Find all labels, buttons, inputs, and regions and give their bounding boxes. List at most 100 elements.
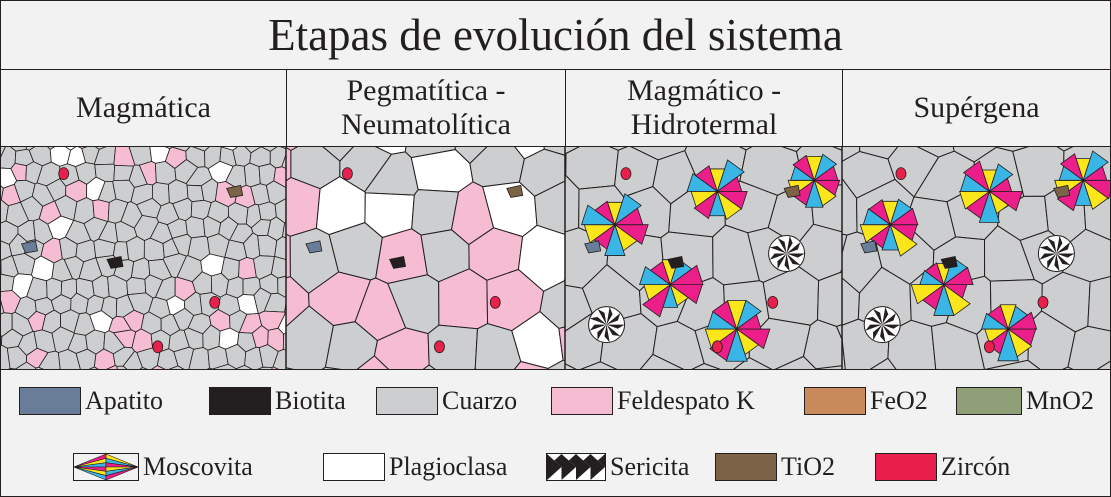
stage-header-magmatico-hidrotermal: Magmático - Hidrotermal: [565, 70, 842, 146]
grain: [733, 357, 773, 369]
accessory-mineral: [106, 255, 124, 269]
accessory-mineral: [209, 295, 221, 309]
grain: [547, 359, 565, 369]
grain: [815, 365, 842, 369]
muscovite-fan: [1054, 150, 1110, 212]
stage-header-supergena: Supérgena: [842, 70, 1110, 146]
grain: [1067, 325, 1110, 369]
plagioclasa-swatch: [323, 453, 385, 481]
grain: [1056, 147, 1074, 152]
grain: [126, 276, 147, 296]
legend-label: MnO2: [1026, 386, 1094, 415]
accessory-mineral: [767, 295, 779, 309]
sericite-patch: [1037, 235, 1075, 273]
accessory-mineral: [667, 255, 685, 269]
legend-item-cuarzo: Cuarzo: [376, 386, 517, 416]
stage-header-magmatica: Magmática: [1, 70, 286, 146]
legend-item-feldespato-k: Feldespato K: [551, 386, 755, 416]
grain: [151, 365, 166, 369]
grain: [15, 361, 37, 369]
grain: [1087, 276, 1110, 332]
accessory-mineral: [389, 255, 407, 269]
stage-panel-4: [842, 147, 1110, 369]
sericite-patch: [768, 235, 806, 273]
grain: [565, 147, 619, 190]
accessory-mineral: [434, 340, 445, 354]
grain: [258, 201, 277, 221]
legend-label: Plagioclasa: [389, 452, 508, 481]
accessory-mineral: [341, 167, 353, 181]
legend-item-tio2: TiO2: [715, 452, 835, 482]
grain: [35, 366, 44, 369]
grain: [257, 366, 273, 369]
muscovite-fan: [910, 256, 974, 317]
grain: [985, 359, 1041, 369]
legend-label: Feldespato K: [617, 386, 755, 415]
muscovite-fan: [787, 153, 841, 208]
accessory-mineral: [152, 340, 164, 354]
grain: [139, 367, 148, 369]
accessory-mineral: [711, 340, 723, 354]
grain: [286, 367, 294, 369]
grain: [580, 361, 617, 369]
diagram-title: Etapas de evolución del sistema: [1, 1, 1110, 70]
legend-item-apatito: Apatito: [19, 386, 163, 416]
stage-label: Supérgena: [913, 91, 1040, 124]
grain: [235, 364, 253, 369]
moscovita-swatch: [73, 453, 139, 481]
muscovite-fan: [959, 160, 1023, 223]
cuarzo-swatch: [376, 387, 438, 415]
stage-label: Magmático - Hidrotermal: [626, 74, 782, 141]
sericite-patch: [588, 306, 626, 344]
grain: [639, 353, 684, 369]
legend-item-feo2: FeO2: [804, 386, 928, 416]
feldespato-k-swatch: [551, 387, 613, 415]
stage-panel-3: [565, 147, 842, 369]
grain: [257, 234, 278, 257]
grain: [739, 147, 753, 151]
apatito-swatch: [19, 387, 81, 415]
grain: [207, 367, 213, 369]
legend-label: FeO2: [870, 386, 928, 415]
legend-label: Zircón: [941, 452, 1011, 481]
grain: [1096, 360, 1110, 369]
grain: [243, 162, 261, 188]
accessory-mineral: [226, 184, 244, 198]
grain: [88, 366, 99, 369]
legend-label: Sericita: [610, 452, 690, 481]
legend-item-plagioclasa: Plagioclasa: [323, 452, 507, 482]
grain: [277, 275, 286, 299]
legend-label: Cuarzo: [442, 386, 518, 415]
accessory-mineral: [1053, 184, 1071, 198]
legend-label: Apatito: [85, 386, 163, 415]
sericita-swatch: [546, 453, 606, 481]
grain: [274, 236, 286, 261]
stage-texture-illustration: [1, 147, 1110, 369]
grain: [534, 180, 565, 236]
mno2-swatch: [956, 387, 1022, 415]
accessory-mineral: [860, 240, 878, 254]
accessory-mineral: [584, 240, 602, 254]
grain: [774, 355, 817, 369]
biotita-swatch: [209, 387, 271, 415]
tio2-swatch: [715, 453, 777, 481]
grain: [126, 235, 145, 263]
grain: [356, 355, 389, 369]
grain: [514, 360, 549, 369]
accessory-mineral: [20, 240, 38, 254]
accessory-mineral: [305, 240, 323, 254]
grain: [422, 364, 436, 369]
grain: [835, 324, 842, 341]
grain: [271, 366, 279, 369]
stage-panels: [1, 147, 1110, 370]
muscovite-fan: [686, 159, 748, 221]
legend-label: Moscovita: [143, 452, 253, 481]
accessory-mineral: [489, 295, 501, 309]
accessory-mineral: [940, 255, 958, 269]
grain: [185, 216, 206, 239]
accessory-mineral: [620, 167, 632, 181]
accessory-mineral: [1037, 295, 1049, 309]
grain: [608, 147, 628, 151]
legend-item-moscovita: Moscovita: [73, 452, 253, 482]
